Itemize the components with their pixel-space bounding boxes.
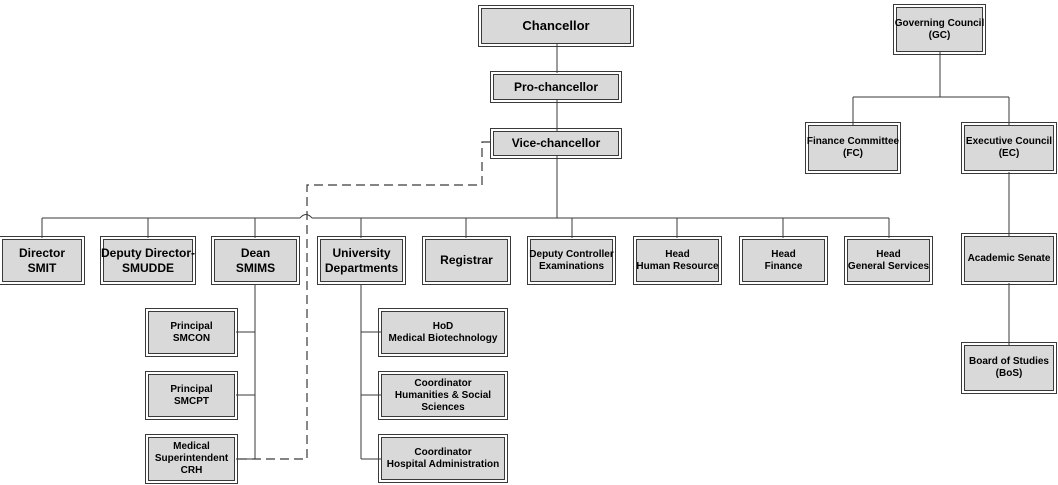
medical-superintendent-line3: CRH: [180, 465, 203, 476]
coordinator-humanities-line2: Humanities & Social: [394, 389, 492, 401]
pro-chancellor-label: Pro-chancellor: [513, 79, 599, 94]
finance-committee-line2: (FC): [843, 148, 863, 159]
deputy-director-box: Deputy Director- SMUDDE: [100, 236, 196, 285]
finance-committee-box: Finance Committee (FC): [805, 122, 901, 174]
principal-smcpt-box: Principal SMCPT: [145, 371, 238, 420]
coordinator-hospital-line2: Hospital Administration: [386, 458, 500, 470]
principal-smcon-line1: Principal: [170, 320, 213, 332]
governing-council-line1: Governing Council: [894, 17, 985, 29]
head-hr-line1: Head: [665, 248, 690, 260]
registrar-box: Registrar: [422, 236, 511, 285]
hod-biotechnology-line2: Medical Biotechnology: [388, 332, 498, 344]
hod-biotechnology-box: HoD Medical Biotechnology: [378, 308, 508, 357]
academic-senate-box: Academic Senate: [961, 233, 1057, 285]
coordinator-humanities-box: Coordinator Humanities & Social Sciences: [378, 371, 508, 420]
governing-council-box: Governing Council (GC): [893, 4, 986, 55]
director-smit-line1: Director: [18, 246, 65, 261]
board-of-studies-line2: (BoS): [995, 368, 1023, 379]
governing-council-line2: (GC): [928, 29, 951, 41]
deputy-controller-line2: Examinations: [538, 260, 605, 272]
chancellor-label: Chancellor: [522, 18, 590, 34]
coordinator-humanities-line1: Coordinator: [414, 377, 472, 389]
registrar-label: Registrar: [440, 253, 493, 268]
medical-superintendent-line2: Superintendent: [154, 453, 229, 464]
coordinator-humanities-line3: Sciences: [421, 401, 465, 413]
vice-chancellor-label: Vice-chancellor: [511, 136, 601, 151]
director-smit-box: Director SMIT: [0, 236, 85, 285]
coordinator-hospital-box: Coordinator Hospital Administration: [378, 434, 508, 483]
deputy-director-line2: SMUDDE: [121, 260, 174, 275]
executive-council-line2: (EC): [998, 148, 1020, 159]
dean-line2: SMIMS: [235, 260, 276, 275]
deputy-controller-box: Deputy Controller Examinations: [527, 236, 616, 285]
principal-smcpt-line1: Principal: [170, 383, 213, 395]
dean-line1: Dean: [240, 246, 271, 261]
principal-smcon-box: Principal SMCON: [145, 308, 238, 357]
chancellor-box: Chancellor: [478, 5, 634, 47]
head-finance-box: Head Finance: [739, 236, 828, 285]
executive-council-box: Executive Council (EC): [961, 122, 1057, 174]
head-finance-line1: Head: [771, 248, 796, 260]
university-departments-line1: University: [332, 246, 391, 261]
head-general-services-line1: Head: [876, 248, 901, 260]
hod-biotechnology-line1: HoD: [432, 320, 454, 332]
principal-smcon-line2: SMCON: [172, 332, 211, 344]
deputy-director-line1: Deputy Director-: [101, 246, 196, 261]
head-general-services-box: Head General Services: [844, 236, 933, 285]
finance-committee-line1: Finance Committee: [806, 136, 900, 147]
vice-chancellor-box: Vice-chancellor: [490, 128, 622, 159]
executive-council-line1: Executive Council: [965, 136, 1053, 147]
pro-chancellor-box: Pro-chancellor: [490, 71, 622, 103]
university-departments-line2: Departments: [324, 260, 399, 275]
director-smit-line2: SMIT: [27, 260, 57, 275]
deputy-controller-line1: Deputy Controller: [529, 248, 614, 260]
board-of-studies-box: Board of Studies (BoS): [961, 342, 1057, 394]
principal-smcpt-line2: SMCPT: [174, 395, 209, 407]
coordinator-hospital-line1: Coordinator: [414, 446, 472, 458]
medical-superintendent-line1: Medical: [173, 441, 210, 452]
academic-senate-label: Academic Senate: [967, 253, 1051, 264]
head-hr-box: Head Human Resource: [633, 236, 722, 285]
dean-box: Dean SMIMS: [211, 236, 300, 285]
medical-superintendent-box: Medical Superintendent CRH: [145, 434, 238, 484]
head-general-services-line2: General Services: [847, 260, 930, 272]
board-of-studies-line1: Board of Studies: [968, 356, 1049, 367]
university-departments-box: University Departments: [317, 236, 406, 285]
head-hr-line2: Human Resource: [636, 260, 719, 272]
head-finance-line2: Finance: [764, 260, 803, 272]
